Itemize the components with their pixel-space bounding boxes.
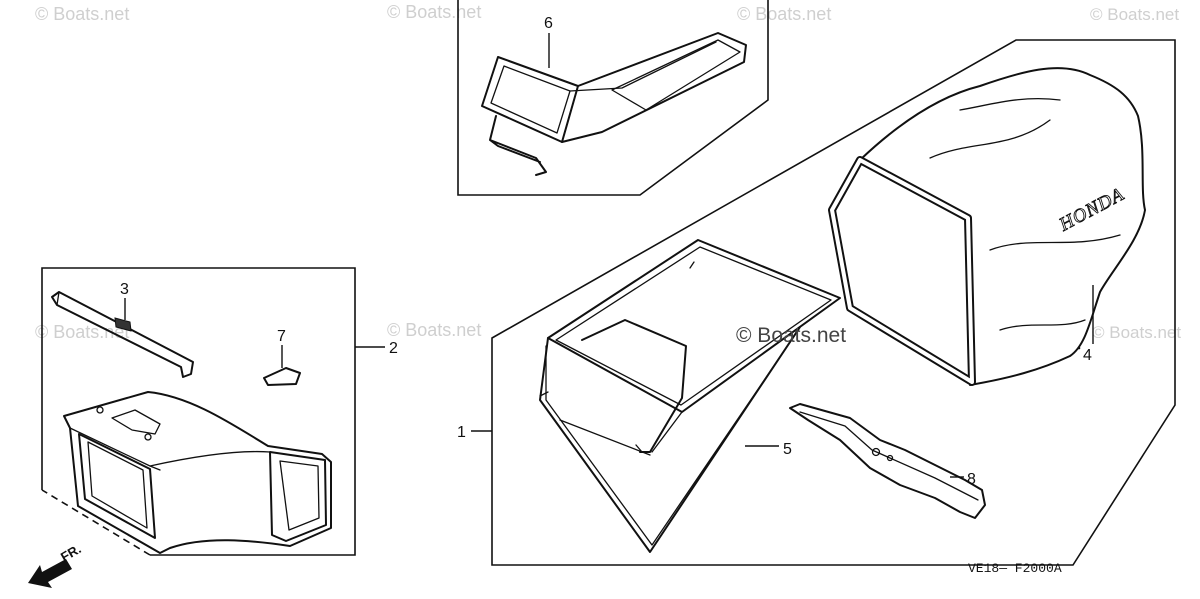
part-2-chute [63, 391, 332, 554]
watermark-top-2: © Boats.net [387, 2, 481, 22]
callout-5: 5 [783, 441, 792, 458]
part-4-bag-fold-3 [999, 319, 1086, 331]
part-3-plate-edge [56, 291, 60, 306]
part-2-box-solid [41, 267, 356, 556]
part-5-crossbar [559, 411, 683, 456]
part-2-kit-outline [41, 267, 356, 556]
part-5-left-rail [539, 326, 801, 553]
watermark-top-3: © Boats.net [737, 4, 831, 24]
part-6-clip [489, 115, 547, 176]
part-2-chute-hole-1 [96, 406, 104, 414]
front-direction-indicator: FR. [28, 541, 84, 588]
part-2-chute-rear-opening [78, 433, 156, 539]
part-5-mouth-inner [555, 246, 832, 406]
part-3-tab [114, 317, 132, 332]
part-1-kit-outline [491, 39, 1176, 566]
watermark-mid-4: © Boats.net [1092, 323, 1181, 342]
part-4-rim-outer [828, 156, 976, 386]
part-6-arm [561, 32, 747, 143]
part-8-blade [789, 403, 986, 519]
watermark-top-4: © Boats.net [1090, 5, 1179, 24]
part-8-hole-1 [871, 447, 881, 457]
part-5-left-rail-inner [545, 334, 796, 546]
callout-6: 6 [544, 15, 553, 32]
callout-2: 2 [389, 340, 398, 357]
watermark-mid-1: © Boats.net [35, 322, 129, 342]
part-5-hooks [539, 261, 695, 453]
part-6-arm-edge [569, 41, 717, 92]
part-2-chute-body [63, 391, 332, 554]
part-2-chute-hole-2 [144, 433, 152, 441]
part-4-bag-fold-2 [989, 234, 1121, 251]
part-4-bag-outline [859, 67, 1146, 386]
part-8-blade-edge [799, 411, 979, 501]
part-2-chute-top-edge [69, 427, 271, 471]
part-6-mouth-outer [481, 56, 579, 143]
callout-8: 8 [967, 471, 976, 488]
part-3-plate-body [51, 291, 194, 378]
part-2-chute-front-inner [279, 460, 320, 531]
part-6-mouth-inner [490, 65, 571, 134]
part-3-plate [51, 291, 194, 378]
callout-1: 1 [457, 424, 466, 441]
part-2-chute-latch [111, 409, 161, 435]
part-8-blade-body [789, 403, 986, 519]
part-2-chute-front-opening [269, 451, 327, 542]
part-5-basket-frame [539, 239, 841, 553]
part-6-mesh [611, 39, 741, 111]
callouts: 1 2 3 4 5 6 7 8 [120, 15, 1092, 488]
part-2-chute-rear-inner [87, 441, 148, 529]
part-6-grass-guide [481, 32, 747, 176]
front-arrow-icon [28, 559, 72, 588]
watermark-mid-2: © Boats.net [387, 320, 481, 340]
part-4-bag-fold-4 [959, 97, 1061, 111]
part-4-rim-inner [830, 158, 974, 384]
part-4-bag-lettering: HONDA [1055, 184, 1128, 236]
part-4-bag-fold-1 [929, 119, 1051, 159]
part-5-handle [581, 319, 687, 453]
watermark-center: © Boats.net [736, 324, 846, 347]
watermarks: © Boats.net © Boats.net © Boats.net © Bo… [35, 2, 1181, 342]
part-7-label [263, 367, 301, 386]
callout-3: 3 [120, 281, 129, 298]
part-8-hole-2 [886, 454, 894, 462]
front-direction-label: FR. [58, 541, 84, 564]
leader-4-dot [1077, 346, 1081, 350]
leader-lines [124, 33, 1094, 478]
callout-7: 7 [277, 328, 286, 345]
part-2-box-dashed [41, 489, 151, 556]
watermark-top-1: © Boats.net [35, 4, 129, 24]
callout-4: 4 [1083, 347, 1092, 364]
part-6-box-outline [457, 0, 769, 196]
figure-code: VE18— F2000A [968, 561, 1062, 576]
